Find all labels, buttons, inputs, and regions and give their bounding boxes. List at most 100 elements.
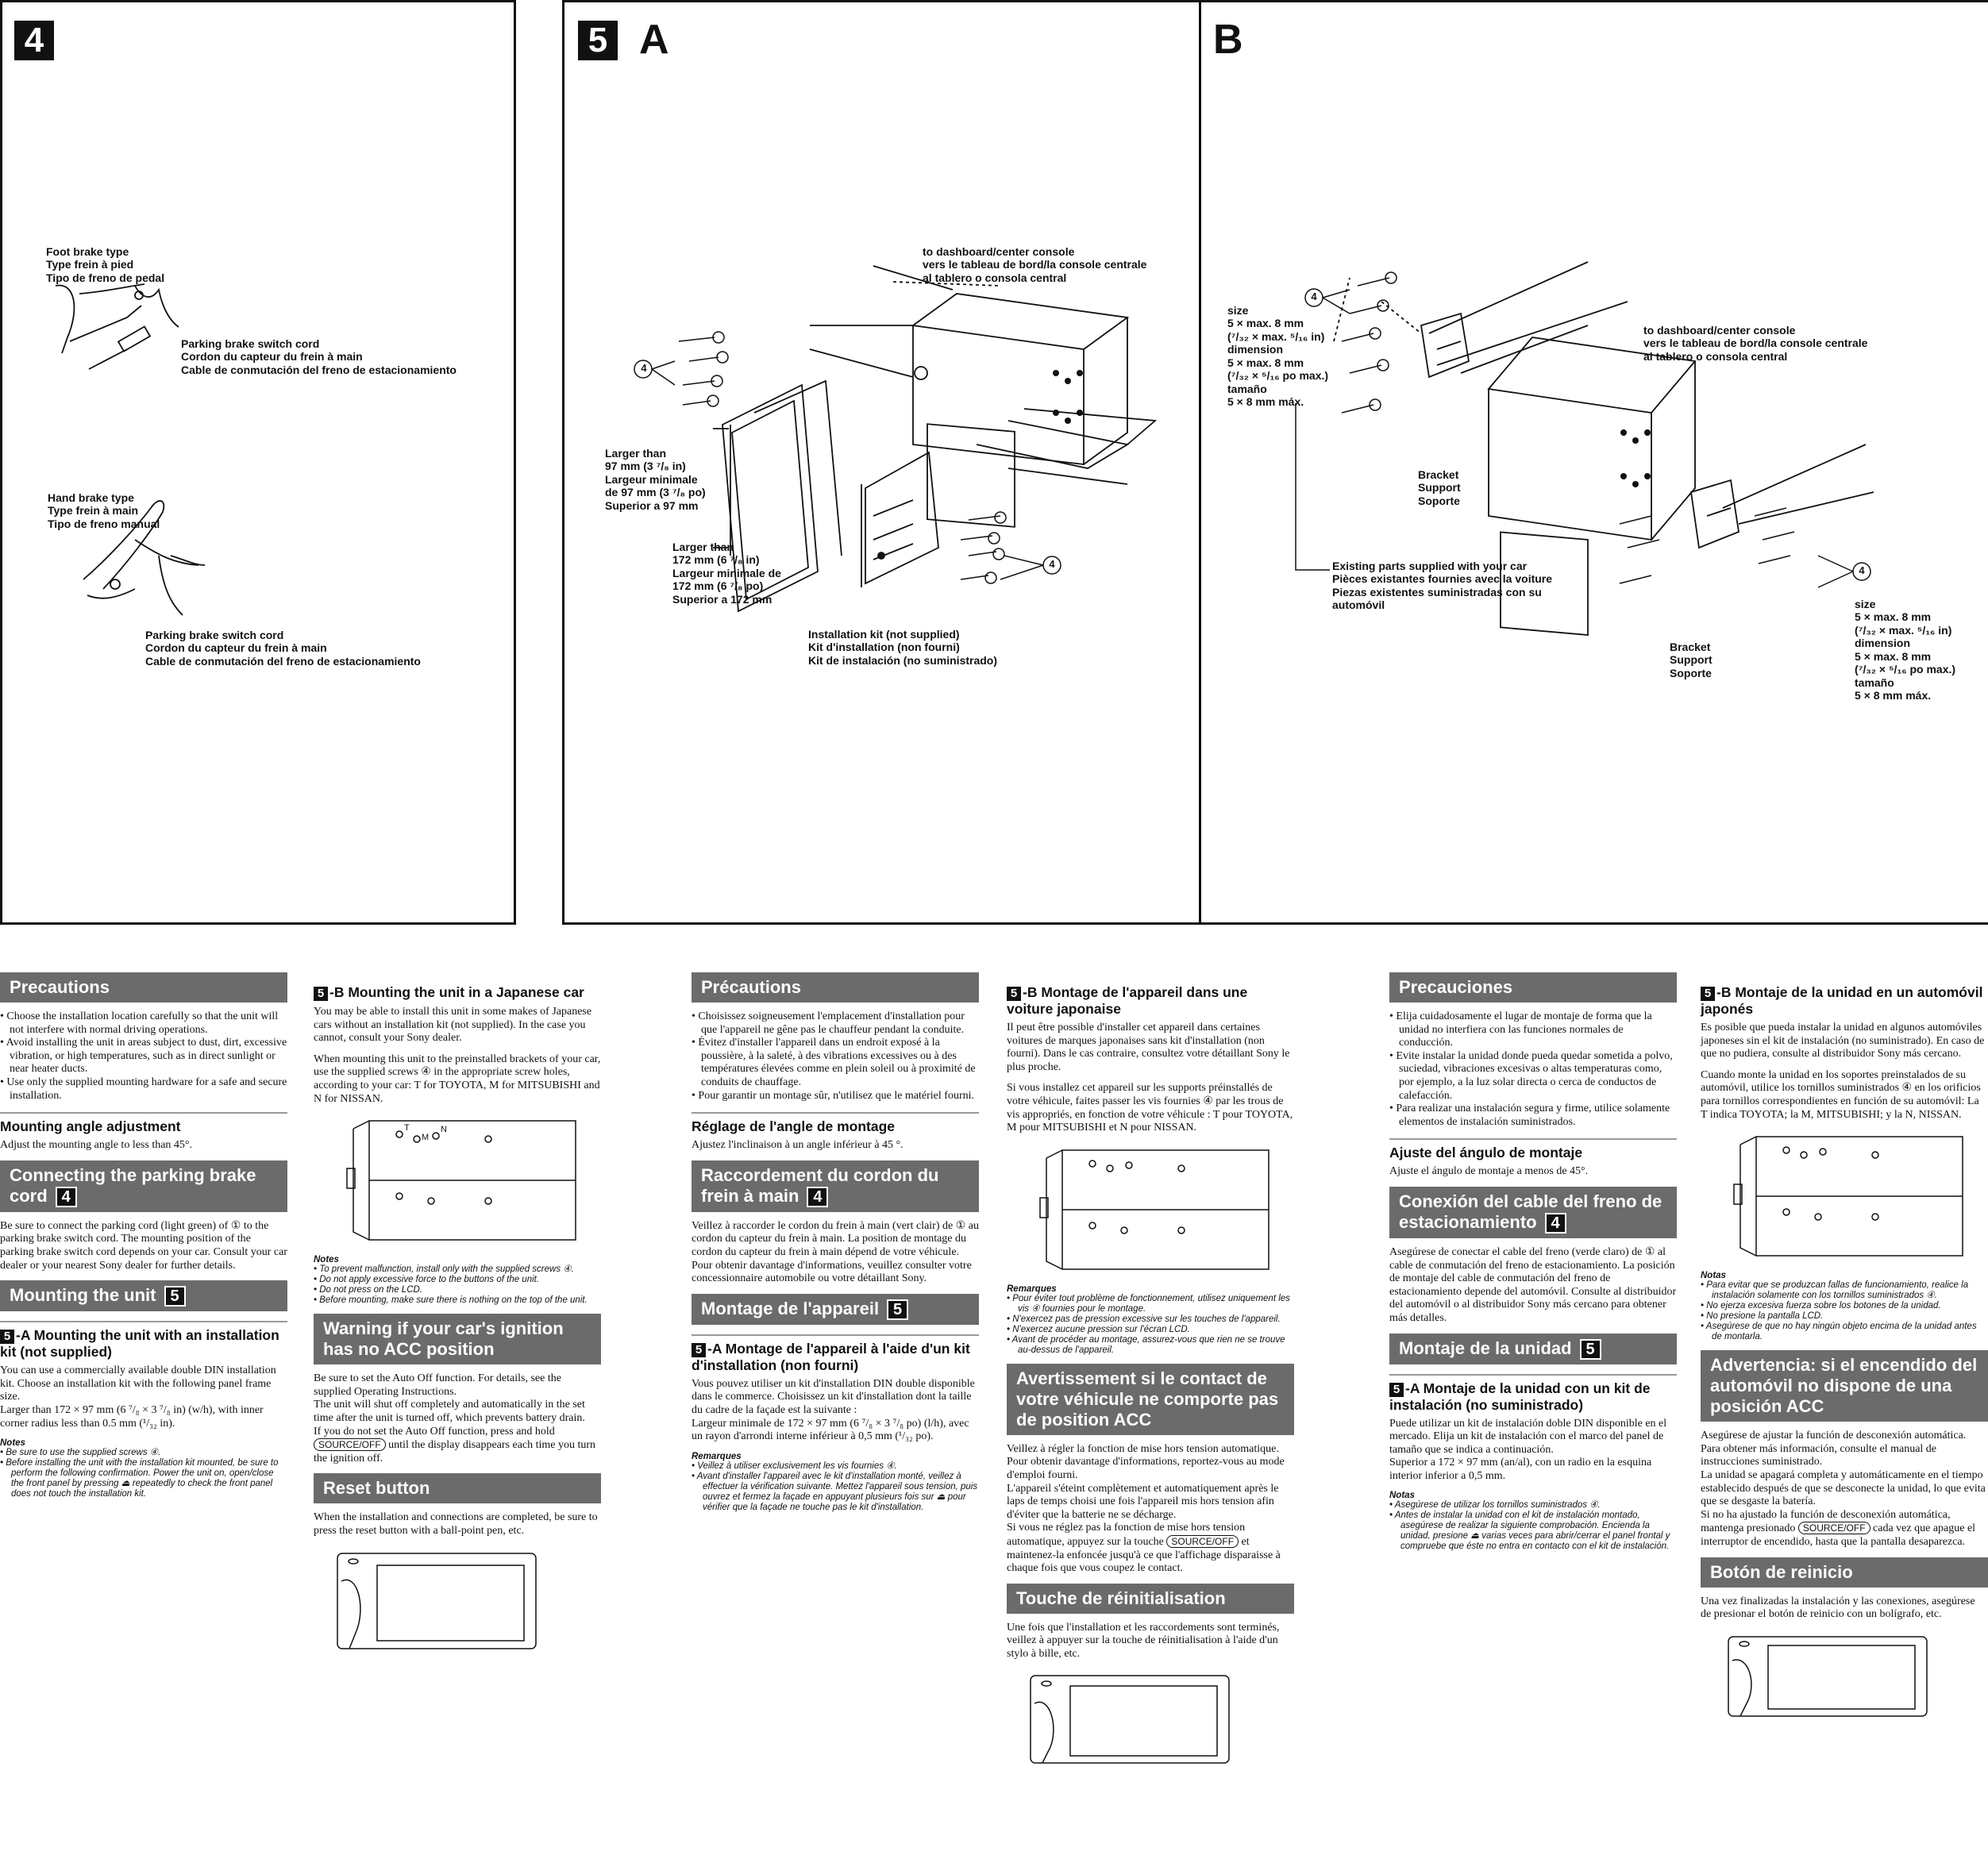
- es-column-2: 5-B Montaje de la unidad en un automóvil…: [1701, 975, 1988, 1731]
- list-item: • Avant d'installer l'appareil avec le k…: [692, 1471, 978, 1512]
- list-item: • Choisissez soigneusement l'emplacement…: [692, 1010, 965, 1036]
- fig-label-m: M: [422, 1133, 430, 1143]
- reset-figure: [1724, 1633, 1931, 1720]
- fr-column-1: Précautions • Choisissez soigneusement l…: [692, 972, 979, 1521]
- es-5b-text: Es posible que pueda instalar la unidad …: [1701, 1022, 1985, 1060]
- es-5b-notes-title: Notas: [1701, 1271, 1726, 1281]
- list-item: • Pour garantir un montage sûr, n'utilis…: [692, 1089, 974, 1102]
- list-item: • Para evitar que se produzcan fallas de…: [1701, 1280, 1969, 1301]
- en-5a-heading: 5-A Mounting the unit with an installati…: [0, 1321, 287, 1360]
- es-column-1: Precauciones • Elija cuidadosamente el l…: [1389, 972, 1677, 1560]
- panel-5-divider: [1199, 0, 1201, 925]
- fr-warning-heading: Avertissement si le contact de votre véh…: [1007, 1363, 1294, 1435]
- list-item: • Asegúrese de que no hay ningún objeto …: [1701, 1322, 1977, 1342]
- en-5b-heading: 5-B Mounting the unit in a Japanese car: [314, 984, 601, 1001]
- installation-kit-illustration: [713, 379, 939, 613]
- fr-5b-notes-title: Remarques: [1007, 1284, 1057, 1294]
- reset-figure: [333, 1549, 540, 1653]
- screw-hole-figure: [1038, 1146, 1277, 1273]
- en-5a-notes: • Be sure to use the supplied screws ④. …: [0, 1448, 287, 1499]
- list-item: • Elija cuidadosamente el lugar de monta…: [1389, 1010, 1652, 1049]
- list-item: • To prevent malfunction, install only w…: [314, 1264, 574, 1275]
- screw-hole-figure: T M N: [345, 1117, 584, 1244]
- fr-5a-notes-title: Remarques: [692, 1451, 742, 1461]
- en-warning-heading: Warning if your car's ignition has no AC…: [314, 1314, 601, 1365]
- fig-label-n: N: [441, 1125, 447, 1135]
- list-item: • Avant de procéder au montage, assurez-…: [1007, 1334, 1285, 1355]
- en-angle-text: Adjust the mounting angle to less than 4…: [0, 1139, 193, 1152]
- fr-5b-notes: • Pour éviter tout problème de fonctionn…: [1007, 1294, 1294, 1356]
- en-5a-text: You can use a commercially available dou…: [0, 1364, 276, 1430]
- list-item: • Veillez à utiliser exclusivement les v…: [692, 1461, 897, 1471]
- a-screw-ref-2: 4: [1049, 558, 1055, 570]
- screws-a: [634, 331, 1061, 584]
- fr-angle-text: Ajustez l'inclinaison à un angle inférie…: [692, 1139, 903, 1152]
- list-item: • Before mounting, make sure there is no…: [314, 1295, 588, 1306]
- fr-precautions-list: • Choisissez soigneusement l'emplacement…: [692, 1010, 979, 1103]
- fr-5a-text: Vous pouvez utiliser un kit d'installati…: [692, 1377, 975, 1443]
- es-precautions-list: • Elija cuidadosamente el lugar de monta…: [1389, 1010, 1677, 1129]
- list-item: • Evite instalar la unidad donde pueda q…: [1389, 1049, 1673, 1102]
- source-off-key: SOURCE/OFF: [314, 1438, 386, 1452]
- illustrations-layer: [55, 261, 1874, 636]
- en-precautions-heading: Precautions: [0, 972, 287, 1003]
- a-installation-kit-label: Installation kit (not supplied)Kit d'ins…: [808, 627, 998, 667]
- source-off-key: SOURCE/OFF: [1166, 1534, 1239, 1548]
- en-reset-text: When the installation and connections ar…: [314, 1511, 598, 1537]
- fr-precautions-heading: Précautions: [692, 972, 979, 1003]
- a-screw-ref-1: 4: [641, 362, 647, 374]
- es-precautions-heading: Precauciones: [1389, 972, 1677, 1003]
- list-item: • Before installing the unit with the in…: [0, 1458, 279, 1499]
- en-parking-text: Be sure to connect the parking cord (lig…: [0, 1219, 287, 1272]
- list-item: • Choose the installation location caref…: [0, 1010, 279, 1036]
- list-item: • Asegúrese de utilizar los tornillos su…: [1389, 1500, 1601, 1511]
- list-item: • Be sure to use the supplied screws ④.: [0, 1448, 161, 1458]
- es-warning-heading: Advertencia: si el encendido del automóv…: [1701, 1350, 1988, 1422]
- fr-angle-heading: Réglage de l'angle de montage: [692, 1112, 979, 1134]
- fr-warning-text: Veillez à régler la fonction de mise hor…: [1007, 1442, 1285, 1575]
- list-item: • N'exercez pas de pression excessive su…: [1007, 1314, 1281, 1324]
- fr-5b-text-2: Si vous installez cet appareil sur les s…: [1007, 1082, 1293, 1134]
- list-item: • Do not press on the LCD.: [314, 1285, 422, 1295]
- es-5a-notes-title: Notas: [1389, 1491, 1415, 1501]
- en-5b-notes-title: Notes: [314, 1255, 339, 1265]
- list-item: • N'exercez aucune pression sur l'écran …: [1007, 1324, 1190, 1334]
- list-item: • Avoid installing the unit in areas sub…: [0, 1037, 287, 1076]
- fr-5a-heading: 5-A Montage de l'appareil à l'aide d'un …: [692, 1334, 979, 1373]
- fr-reset-text: Une fois que l'installation et les racco…: [1007, 1621, 1280, 1660]
- step-4-badge: 4: [14, 21, 54, 60]
- list-item: • No presione la pantalla LCD.: [1701, 1311, 1824, 1322]
- es-5a-heading: 5-A Montaje de la unidad con un kit de i…: [1389, 1373, 1677, 1413]
- list-item: • Évitez d'installer l'appareil dans un …: [692, 1037, 976, 1088]
- b-screw-ref-1: 4: [1311, 291, 1317, 302]
- es-warning-text: Asegúrese de ajustar la función de desco…: [1701, 1430, 1986, 1548]
- es-reset-text: Una vez finalizadas la instalación y las…: [1701, 1595, 1975, 1621]
- es-5b-heading: 5-B Montaje de la unidad en un automóvil…: [1701, 984, 1983, 1017]
- en-column-2: 5-B Mounting the unit in a Japanese car …: [314, 975, 601, 1664]
- en-angle-heading: Mounting angle adjustment: [0, 1112, 287, 1134]
- es-reset-heading: Botón de reinicio: [1701, 1557, 1988, 1588]
- es-5b-text-2: Cuando monte la unidad en los soportes p…: [1701, 1068, 1981, 1121]
- es-angle-text: Ajuste el ángulo de montaje a menos de 4…: [1389, 1165, 1589, 1178]
- panel-4: [0, 0, 516, 925]
- en-warning-text: Be sure to set the Auto Off function. Fo…: [314, 1372, 596, 1464]
- head-unit-b-illustration: [1333, 261, 1874, 636]
- step-5-badge: 5: [578, 21, 618, 60]
- foot-brake-illustration: [55, 283, 179, 370]
- fr-parking-text: Veillez à raccorder le cordon du frein à…: [692, 1219, 979, 1285]
- head-unit-a-illustration: [809, 265, 1158, 528]
- fr-5b-text: Il peut être possible d'installer cet ap…: [1007, 1022, 1290, 1073]
- section-b-letter: B: [1213, 17, 1243, 63]
- list-item: • Do not apply excessive force to the bu…: [314, 1275, 540, 1285]
